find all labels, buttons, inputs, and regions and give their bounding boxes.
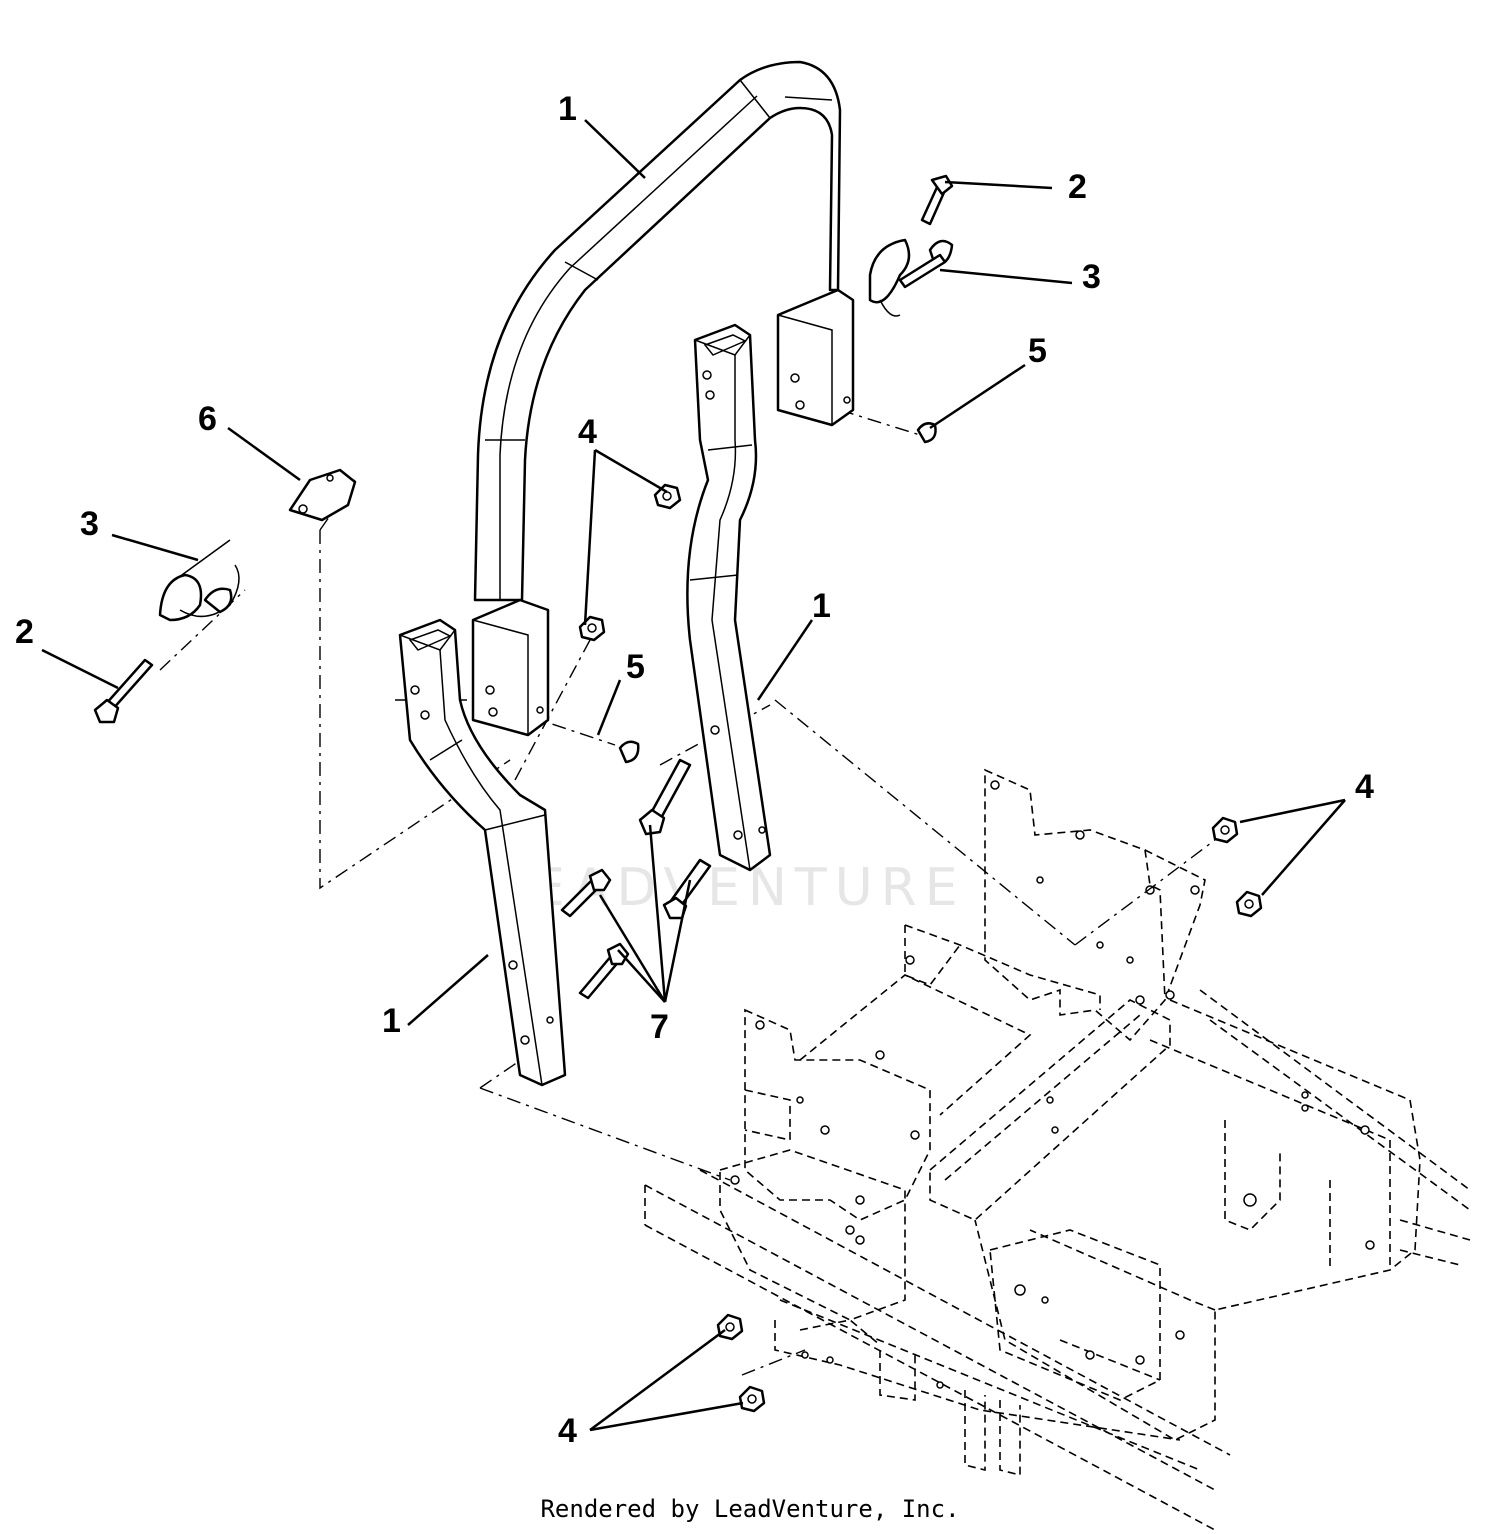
carriage-bolt-center — [618, 740, 640, 764]
lock-nut-frame-3 — [716, 1313, 744, 1341]
mount-bracket — [288, 468, 357, 522]
roll-bar-upper-hoop — [471, 60, 855, 737]
callout-2-left: 2 — [15, 613, 34, 651]
callout-1-top: 1 — [558, 90, 577, 128]
leader-lines — [41, 119, 1346, 1432]
callout-2-right: 2 — [1068, 168, 1087, 206]
lock-nut-frame-1 — [1211, 816, 1239, 844]
callout-1-right: 1 — [812, 587, 831, 625]
callout-4-right: 4 — [1355, 768, 1374, 806]
footer-credit: Rendered by LeadVenture, Inc. — [540, 1495, 960, 1523]
callout-4-bottom: 4 — [558, 1412, 577, 1450]
callout-5-right: 5 — [1028, 332, 1047, 370]
lock-nut-frame-2 — [1235, 890, 1263, 918]
callout-1-bottom: 1 — [382, 1002, 401, 1040]
hex-bolt-4 — [578, 942, 630, 1000]
lock-nuts-frame — [716, 816, 1263, 1413]
lock-nut-center-bottom — [578, 615, 606, 642]
callout-5-center: 5 — [626, 648, 645, 686]
callout-7: 7 — [650, 1008, 669, 1046]
callout-6: 6 — [198, 400, 217, 438]
hardware-left — [93, 468, 357, 724]
callout-4-center: 4 — [578, 413, 597, 451]
callouts: 1 1 1 2 2 3 3 4 4 4 5 5 6 7 — [15, 90, 1374, 1450]
roll-bar-right-post — [686, 323, 772, 872]
hex-bolt-2 — [560, 868, 612, 918]
callout-3-right: 3 — [1082, 258, 1101, 296]
lock-pin-left — [158, 573, 203, 622]
callout-3-left: 3 — [80, 505, 99, 543]
lock-nut-center-top — [653, 483, 682, 510]
hardware-right — [578, 174, 954, 764]
lock-pin-right — [868, 238, 911, 304]
roll-bar-left-post — [398, 618, 567, 1087]
mower-frame — [644, 768, 1471, 1531]
hex-bolt-1 — [638, 758, 692, 836]
lock-nut-frame-4 — [738, 1385, 766, 1413]
